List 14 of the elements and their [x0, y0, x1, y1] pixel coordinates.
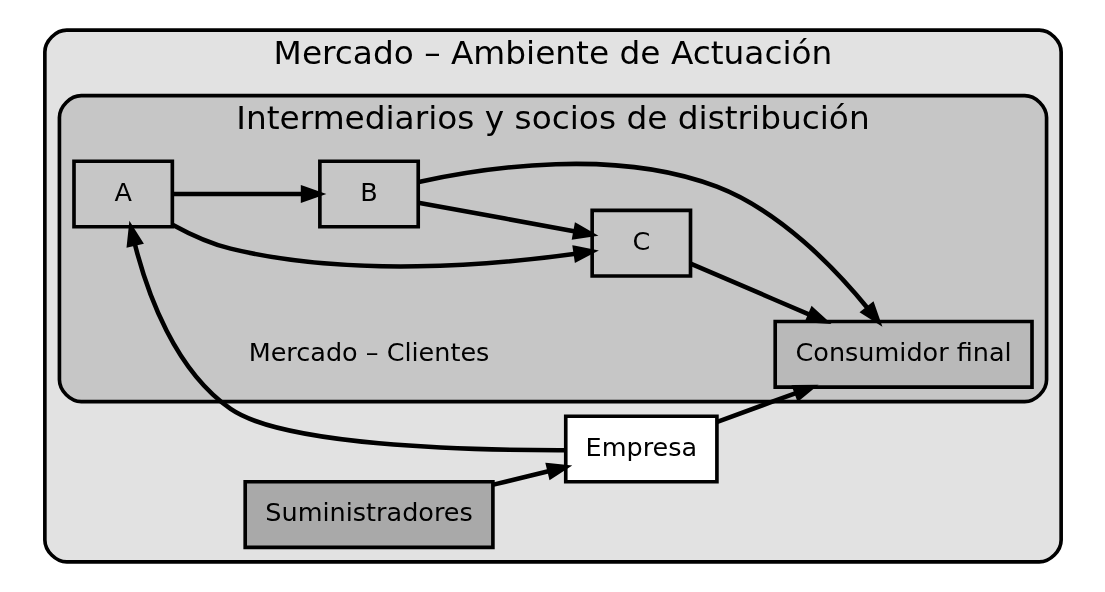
arrow: [172, 185, 326, 203]
node-box: Consumidor final: [772, 319, 1034, 389]
arrow: [417, 200, 598, 240]
arrow: [417, 161, 882, 327]
arrow: [689, 261, 831, 325]
arrow: [126, 220, 565, 453]
node-box: A: [71, 159, 174, 229]
node-box: Suministradores: [242, 479, 495, 550]
node-box: Empresa: [563, 414, 719, 484]
node-box: B: [317, 159, 420, 229]
node-box: C: [589, 208, 692, 278]
arrow: [492, 462, 572, 487]
label: Mercado – Clientes: [248, 337, 489, 368]
arrow: [716, 384, 819, 424]
